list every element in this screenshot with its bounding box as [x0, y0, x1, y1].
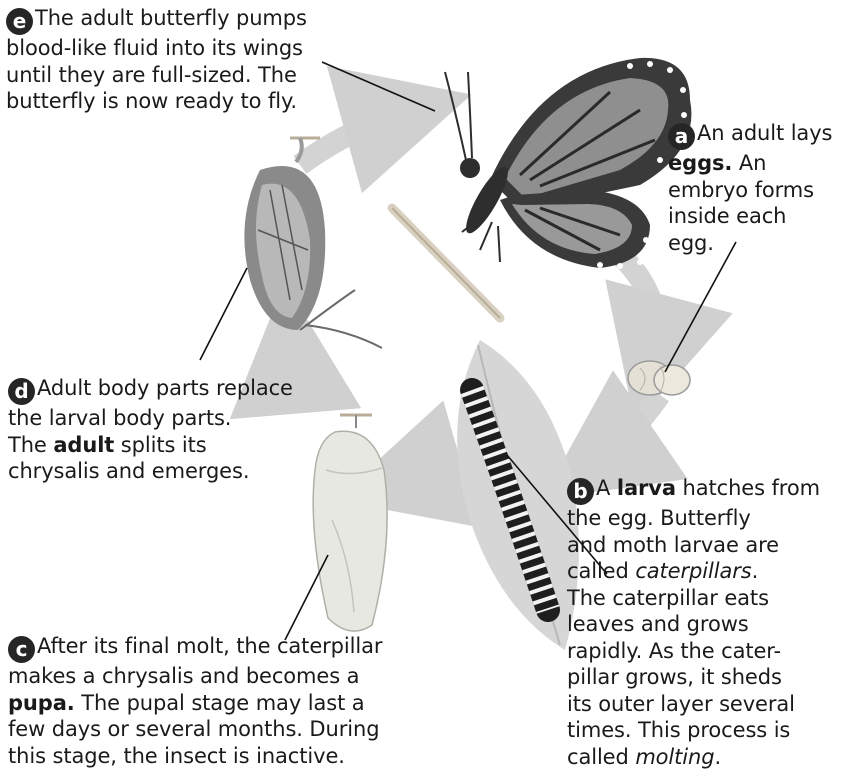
- caption-a-line-1: An adult lays: [697, 121, 832, 145]
- caption-b-line-1-post: hatches from: [676, 476, 820, 500]
- leader-line-a: [665, 242, 736, 372]
- arrow-pupa-to-chrysalis: [290, 348, 328, 400]
- caption-a-bold-eggs: eggs.: [668, 151, 732, 175]
- emerging-adult-illustration: [244, 138, 382, 348]
- caption-b-line-4-pre: called: [567, 559, 635, 583]
- caption-c-line-5: this stage, the insect is inactive.: [8, 744, 345, 768]
- caterpillar-illustration: [457, 340, 579, 650]
- caption-b-line-10: times. This process is: [567, 718, 790, 742]
- arrow-adult-to-egg: [620, 255, 656, 360]
- caption-a-line-4: inside each: [668, 204, 786, 228]
- caption-a-line-5: egg.: [668, 231, 714, 255]
- caption-b-line-8: pillar grows, it sheds: [567, 665, 782, 689]
- caption-b-line-6: leaves and grows: [567, 612, 749, 636]
- caption-b-line-11-post: .: [714, 745, 721, 769]
- stage-badge-c: c: [8, 636, 35, 663]
- caption-d-line-2: the larval body parts.: [8, 406, 231, 430]
- caption-d-line-4: chrysalis and emerges.: [8, 459, 249, 483]
- caption-e-line-1: The adult butterfly pumps: [35, 6, 307, 30]
- leader-line-d: [200, 268, 247, 360]
- caption-b-bold-larva: larva: [617, 476, 676, 500]
- caption-b-line-1-pre: A: [596, 476, 617, 500]
- caption-b-line-5: The caterpillar eats: [567, 586, 769, 610]
- stage-badge-e: e: [6, 8, 33, 35]
- caption-c-bold-pupa: pupa.: [8, 691, 75, 715]
- stage-badge-d: d: [8, 378, 35, 405]
- caption-b-line-3: and moth larvae are: [567, 533, 779, 557]
- leader-line-c: [285, 555, 328, 640]
- caption-a-line-2-rest: An: [732, 151, 766, 175]
- caption-c-line-1: After its final molt, the caterpillar: [37, 634, 382, 658]
- caption-c-line-2: makes a chrysalis and becomes a: [8, 664, 359, 688]
- caption-a-line-3: embryo forms: [668, 178, 814, 202]
- caption-b-line-2: the egg. Butterfly: [567, 506, 751, 530]
- caption-c-line-4: few days or several months. During: [8, 717, 379, 741]
- stage-badge-a: a: [668, 123, 695, 150]
- caption-b-line-7: rapidly. As the cater-: [567, 639, 781, 663]
- eggs-illustration: [628, 361, 690, 395]
- pupa-illustration: [313, 415, 387, 631]
- caption-c-line-3-rest: The pupal stage may last a: [75, 691, 365, 715]
- caption-b-line-9: its outer layer several: [567, 692, 795, 716]
- caption-d-line-3-post: splits its: [114, 433, 206, 457]
- caption-e-line-2: blood-like fluid into its wings: [6, 36, 303, 60]
- caption-d-bold-adult: adult: [53, 433, 114, 457]
- caption-d-line-1: Adult body parts replace: [37, 376, 293, 400]
- caption-b-line-11-pre: called: [567, 745, 635, 769]
- leader-line-e: [322, 62, 435, 111]
- arrow-egg-to-larva: [596, 395, 660, 462]
- caption-d-line-3-pre: The: [8, 433, 53, 457]
- caption-b-italic-molting: molting: [635, 745, 714, 769]
- caption-b-line-4-post: .: [752, 559, 759, 583]
- caption-e-line-4: butterfly is now ready to fly.: [6, 89, 297, 113]
- stage-badge-b: b: [567, 478, 594, 505]
- caption-e-line-3: until they are full-sized. The: [6, 63, 297, 87]
- caption-b-italic-caterpillars: caterpillars: [635, 559, 751, 583]
